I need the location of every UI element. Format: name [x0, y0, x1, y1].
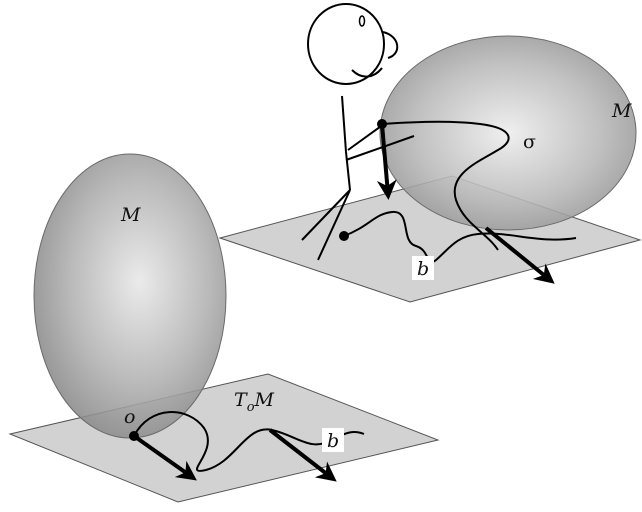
velocity-arrow-left [132, 434, 197, 481]
manifold-right [379, 35, 637, 231]
rolled-arrow-left [268, 428, 337, 482]
manifold-label-right: M [611, 100, 632, 122]
tangent-plane-label-main: T [234, 389, 248, 411]
figure-leg-left [317, 189, 351, 261]
path-label-box-right [412, 256, 434, 280]
scene-top-right: M σ b [218, 3, 642, 303]
rolled-arrow-right [484, 226, 555, 284]
figure-body [341, 95, 351, 191]
figure-arm-upper [347, 123, 385, 151]
path-label-box-left [322, 428, 344, 452]
figure-ear [382, 31, 399, 59]
tangent-plane-label-end: M [254, 389, 275, 411]
stick-figure [301, 3, 415, 261]
manifold-label-left: M [120, 204, 141, 226]
figure-mouth [351, 67, 383, 78]
path-start-point [339, 231, 349, 241]
tangent-plane-label: ToM [234, 389, 275, 415]
figure-arm-lower [345, 135, 415, 161]
path-label-right: b [417, 258, 429, 280]
tangent-plane-label-sub: o [247, 400, 255, 415]
curve-sigma-label: σ [523, 131, 536, 153]
base-point-label: o [124, 406, 135, 428]
figure-leg-right [301, 189, 351, 241]
velocity-arrow-right [376, 123, 397, 200]
figure-head [307, 3, 385, 85]
manifold-left [33, 153, 227, 439]
scene-bottom-left: M ToM o b [8, 153, 440, 503]
path-label-left: b [327, 430, 339, 452]
figure-eye [358, 15, 366, 27]
curve-sigma [381, 120, 510, 251]
